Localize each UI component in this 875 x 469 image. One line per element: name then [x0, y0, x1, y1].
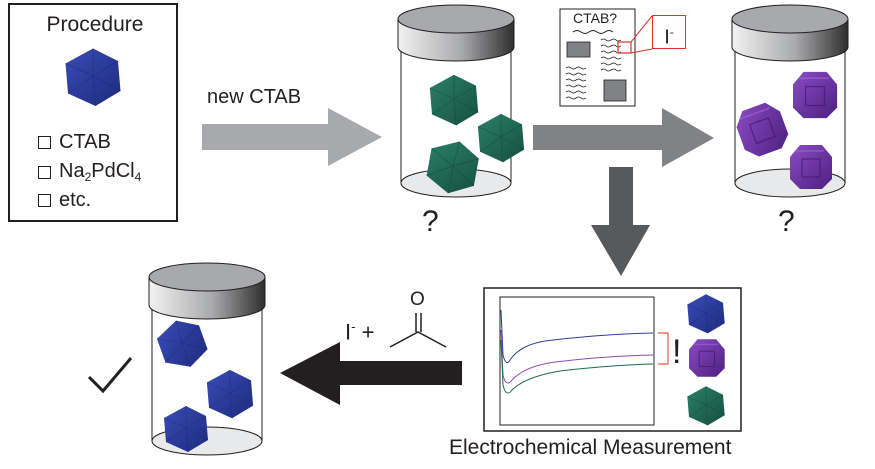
measurement-panel — [483, 287, 742, 432]
checkmark-icon — [87, 357, 133, 394]
procedure-box: Procedure CTAB Na2PdCl4 etc. — [8, 3, 178, 222]
impurity-jar — [731, 4, 849, 198]
checklist-item-etc[interactable]: etc. — [38, 189, 91, 212]
purple-particle-legend — [688, 338, 726, 378]
checkbox[interactable] — [38, 136, 51, 149]
document-title: CTAB? — [573, 10, 618, 26]
checklist-item-na2pdcl4[interactable]: Na2PdCl4 — [38, 160, 141, 184]
fixed-jar — [148, 262, 266, 456]
blue-particle — [153, 314, 212, 374]
checklist-label: Na2PdCl4 — [59, 160, 142, 184]
result-question-mark: ? — [422, 205, 439, 238]
checklist-label: etc. — [59, 189, 92, 211]
purple-particle — [789, 144, 833, 190]
green-particle — [477, 113, 525, 163]
purple-particle — [731, 98, 793, 162]
curve-blue — [500, 309, 654, 364]
new-ctab-label: new CTAB — [207, 86, 302, 108]
checklist-label: CTAB — [59, 131, 111, 153]
new-ctab-jar — [397, 4, 525, 200]
blue-particle — [206, 369, 254, 419]
plot-area — [499, 296, 655, 426]
iodide-callout: I- — [652, 15, 686, 49]
exclamation-mark: ! — [672, 333, 682, 371]
callout-leader — [630, 15, 653, 54]
measurement-label: Electrochemical Measurement — [449, 436, 732, 459]
analysis-arrow — [533, 108, 714, 167]
purple-particle — [792, 71, 838, 119]
acetone-oxygen: O — [410, 289, 425, 310]
difference-bracket — [658, 332, 669, 365]
new-ctab-arrow — [202, 108, 382, 166]
green-particle — [429, 74, 479, 126]
measurement-arrow — [591, 167, 650, 276]
reagent-label: I- + — [345, 319, 375, 345]
procedure-title: Procedure — [46, 13, 144, 36]
document-inset — [559, 8, 653, 107]
callout-highlight — [617, 41, 632, 54]
remedy-arrow — [280, 342, 462, 405]
checklist-item-ctab[interactable]: CTAB — [38, 131, 111, 154]
result-question-mark: ? — [778, 205, 795, 238]
checkbox[interactable] — [38, 194, 51, 207]
checkbox[interactable] — [38, 165, 51, 179]
curve-purple — [500, 329, 654, 384]
curve-green — [500, 339, 654, 394]
acetone-structure — [389, 313, 447, 348]
